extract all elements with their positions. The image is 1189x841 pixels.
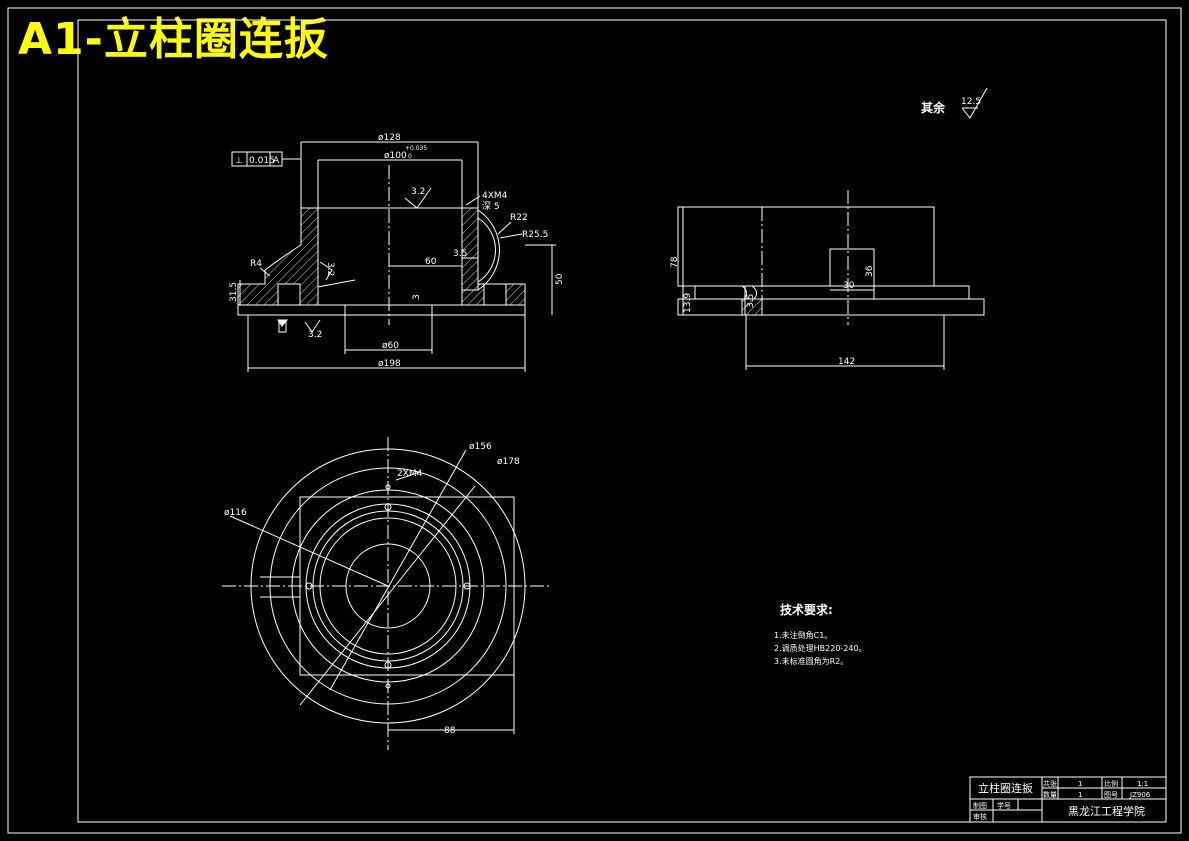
- dim-r4: R4: [250, 259, 262, 269]
- tb-label-total: 共张: [1043, 779, 1057, 788]
- title-block-labels: 立柱圈连扳 共张 1 比例 1:1 数量 1 图号 JZ906 制图 学号 审核…: [973, 779, 1151, 821]
- rough-32-a: 3.2: [411, 187, 425, 197]
- dim-142: 142: [838, 357, 855, 367]
- dim-d100-tol2: 0: [408, 153, 412, 160]
- tb-value-scale: 1:1: [1137, 780, 1148, 788]
- dim-78: 78: [670, 256, 680, 268]
- dim-3: 3: [412, 294, 422, 300]
- roughness-label: 其余: [921, 100, 946, 115]
- dim-d100: ø100: [384, 151, 407, 161]
- dim-50: 50: [555, 273, 565, 285]
- dim-d116: ø116: [224, 508, 247, 518]
- dim-dia198: ø198: [378, 359, 401, 369]
- tb-value-qty: 1: [1078, 791, 1082, 799]
- dim-d100-tol: +0.035: [405, 145, 427, 152]
- tb-label-qty: 数量: [1043, 790, 1057, 799]
- gdt-datum: A: [273, 156, 280, 166]
- tb-label-checked: 审核: [973, 812, 987, 821]
- dim-d156: ø156: [469, 442, 492, 452]
- tb-label-scale: 比例: [1104, 779, 1118, 788]
- tb-label-drafted: 制图: [973, 801, 987, 810]
- dim-thread: 4XM4: [482, 191, 508, 201]
- rough-32-c: 3.2: [308, 330, 322, 340]
- top-view: [222, 437, 552, 750]
- dim-dia60: ø60: [382, 341, 399, 351]
- dim-35-side: 3.5: [746, 294, 756, 308]
- tech-item-1: 1.未注倒角C1。: [774, 630, 832, 640]
- gdt-tolerance: 0.015: [249, 156, 275, 166]
- tb-label-drawing: 图号: [1104, 791, 1118, 799]
- dim-d88: 88: [444, 726, 456, 736]
- dim-139: 13.9: [683, 293, 693, 313]
- tech-item-3: 3.未标准圆角为R2。: [774, 656, 848, 666]
- tb-part-name: 立柱圈连扳: [978, 781, 1033, 795]
- drawing-header-title: A1-立柱圈连扳: [18, 14, 329, 65]
- front-view-labels: ⊥ 0.015 A ø128 ø100 +0.035 0 3.2 4XM4 深 …: [229, 133, 565, 369]
- tb-value-drawing: JZ906: [1129, 791, 1151, 799]
- dim-35: 3.5: [453, 249, 467, 259]
- dim-d128: ø128: [378, 133, 401, 143]
- bolt-hole-top: [384, 503, 392, 511]
- dim-d178: ø178: [497, 457, 520, 467]
- side-view: [677, 190, 985, 370]
- dim-315: 31.5: [229, 282, 239, 302]
- side-view-labels: 78 36 30 3.5 13.9 142: [670, 256, 875, 367]
- front-view: [231, 141, 556, 372]
- tb-value-total: 1: [1078, 780, 1082, 788]
- title-block: [969, 776, 1167, 823]
- outer-border: [7, 7, 1182, 834]
- rough-32-b: 3.2: [325, 262, 335, 276]
- dim-r22: R22: [510, 213, 528, 223]
- tb-label-student: 学号: [997, 801, 1011, 810]
- dim-30: 30: [843, 281, 855, 291]
- tb-school: 黑龙江工程学院: [1068, 804, 1145, 818]
- top-view-labels: ø156 ø178 2XM4 ø116 88: [224, 442, 520, 736]
- tech-title: 技术要求:: [780, 602, 833, 617]
- roughness-note: 其余 12.5: [921, 87, 988, 119]
- tech-item-2: 2.调质处理HB220-240。: [774, 643, 867, 653]
- dim-60: 60: [425, 257, 437, 267]
- dim-r255: R25.5: [522, 230, 548, 240]
- gdt-symbol: ⊥: [235, 156, 243, 166]
- bolt-hole-left: [305, 582, 313, 590]
- tech-requirements: 技术要求: 1.未注倒角C1。 2.调质处理HB220-240。 3.未标准圆角…: [774, 602, 867, 666]
- inner-border: [77, 19, 1167, 823]
- roughness-value: 12.5: [961, 97, 981, 107]
- dim-depth: 深 5: [482, 201, 500, 212]
- dim-holes: 2XM4: [397, 469, 423, 479]
- bolt-hole-bottom: [384, 661, 392, 669]
- bolt-hole-right: [463, 582, 471, 590]
- dim-36: 36: [865, 265, 875, 277]
